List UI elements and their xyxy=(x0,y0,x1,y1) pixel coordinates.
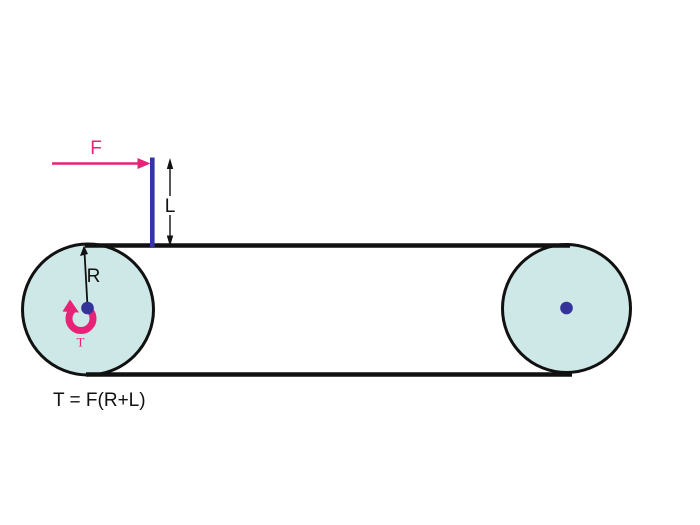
torque-arc-icon xyxy=(65,306,97,334)
right-axle-dot xyxy=(560,301,573,315)
length-label: L xyxy=(165,196,176,217)
left-axle-dot xyxy=(81,301,94,315)
radius-label: R xyxy=(87,266,101,287)
radius-arrowhead-icon xyxy=(80,245,88,256)
length-dim-up-arrowhead-icon xyxy=(166,158,174,169)
torque-arrowhead-icon xyxy=(62,299,79,313)
length-dim-down-arrowhead-icon xyxy=(166,235,174,247)
force-arrowhead-icon xyxy=(137,158,151,169)
radius-line xyxy=(83,251,89,307)
force-label: F xyxy=(90,138,102,159)
torque-label: T xyxy=(77,335,85,350)
torque-formula: T = F(R+L) xyxy=(53,390,146,411)
length-label-backdrop xyxy=(161,196,179,215)
